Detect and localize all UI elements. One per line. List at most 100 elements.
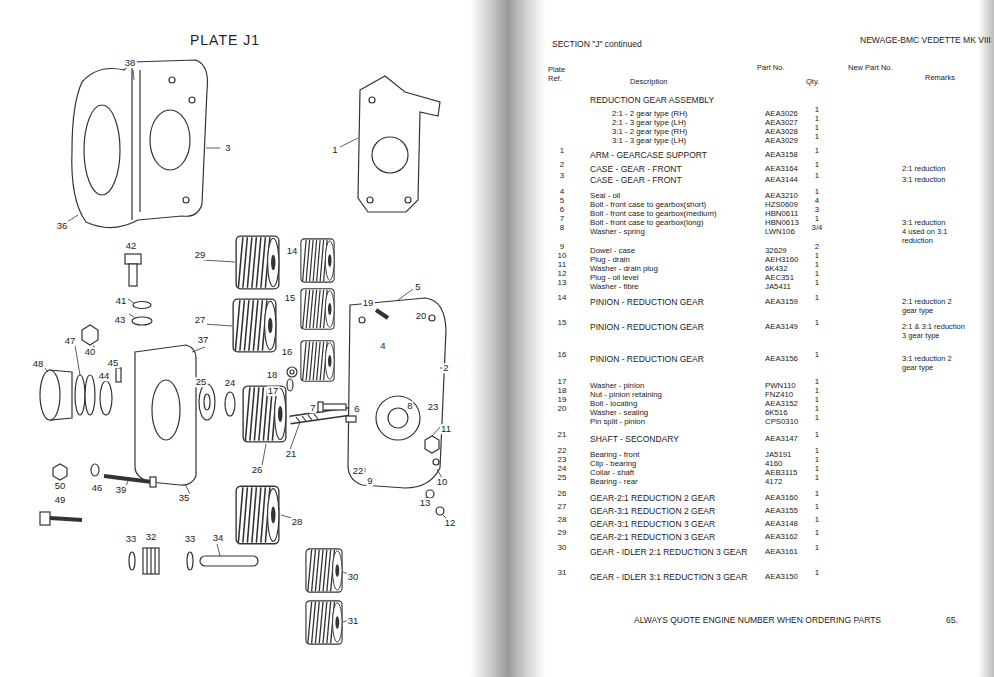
part-description: ARM - GEARCASE SUPPORT bbox=[590, 151, 750, 161]
callout-number: 14 bbox=[286, 246, 299, 256]
callout-number: 44 bbox=[98, 371, 111, 381]
quantity: 3 bbox=[814, 206, 820, 214]
quantity: 1 bbox=[814, 414, 820, 422]
part-description: PINION - REDUCTION GEAR bbox=[590, 298, 750, 308]
callout-number: 49 bbox=[54, 495, 67, 505]
quantity: 1 bbox=[814, 115, 820, 123]
quantity: 1 bbox=[814, 387, 820, 395]
quantity: 1 bbox=[814, 172, 820, 180]
plate-ref: 17 bbox=[557, 378, 568, 386]
plate-ref: 31 bbox=[557, 569, 568, 577]
part-description: REDUCTION GEAR ASSEMBLY bbox=[590, 96, 750, 106]
plate-ref: 22 bbox=[557, 447, 568, 455]
quantity: 1 bbox=[814, 124, 820, 132]
part-description: Seal - oil bbox=[590, 192, 620, 201]
callout-number: 12 bbox=[444, 518, 457, 528]
part-description: GEAR - IDLER 2:1 REDUCTION 3 GEAR bbox=[590, 548, 750, 558]
column-header: New Part No. bbox=[848, 64, 894, 73]
part-number: AEA3210 bbox=[765, 192, 798, 201]
plate-ref: 4 bbox=[559, 188, 565, 196]
callout-number: 35 bbox=[178, 493, 191, 503]
callout-number: 41 bbox=[115, 296, 128, 306]
quantity: 1 bbox=[814, 161, 820, 169]
callout-number: 4 bbox=[379, 341, 386, 351]
callout-number: 39 bbox=[115, 485, 128, 495]
footer-note: 65. bbox=[946, 616, 958, 626]
callout-number: 30 bbox=[347, 572, 360, 582]
callout-number: 26 bbox=[251, 465, 264, 475]
part-description: Plug - drain bbox=[590, 256, 630, 265]
callout-number: 42 bbox=[125, 241, 138, 251]
quantity: 1 bbox=[814, 396, 820, 404]
callout-number: 24 bbox=[224, 378, 237, 388]
callout-number: 45 bbox=[107, 358, 120, 368]
plate-ref: 23 bbox=[557, 456, 568, 464]
part-number: LWN106 bbox=[765, 228, 795, 237]
callout-number: 25 bbox=[195, 377, 208, 387]
plate-ref: 5 bbox=[559, 197, 565, 205]
part-number: AEA3161 bbox=[765, 548, 798, 557]
quantity: 1 bbox=[814, 147, 820, 155]
part-description: Bolt - front case to gearbox(long) bbox=[590, 219, 704, 228]
part-number: AEA3158 bbox=[765, 151, 798, 160]
part-number: AEA3150 bbox=[765, 573, 798, 582]
quantity: 1 bbox=[814, 351, 820, 359]
callout-number: 9 bbox=[366, 476, 373, 486]
callout-number: 6 bbox=[353, 404, 360, 414]
part-number: AEA3028 bbox=[765, 128, 798, 137]
remark: 3:1 reduction 2 gear type bbox=[902, 355, 966, 372]
callout-number: 1 bbox=[331, 145, 338, 155]
part-number: AEA3149 bbox=[765, 323, 798, 332]
part-number: CPS0310 bbox=[765, 418, 798, 427]
plate-ref: 12 bbox=[557, 270, 568, 278]
remark: 3:1 reduction bbox=[902, 219, 966, 228]
column-header: Remarks bbox=[925, 74, 955, 83]
callout-number: 20 bbox=[415, 311, 428, 321]
callout-number: 23 bbox=[427, 402, 440, 412]
part-number: AEA3156 bbox=[765, 355, 798, 364]
part-description: CASE - GEAR - FRONT bbox=[590, 165, 750, 175]
callout-number: 10 bbox=[436, 477, 449, 487]
part-number: AEA3029 bbox=[765, 137, 798, 146]
callout-number: 50 bbox=[54, 481, 67, 491]
callout-number: 38 bbox=[124, 58, 137, 68]
part-description: Bolt - front case to gearbox(short) bbox=[590, 201, 706, 210]
callout-number: 32 bbox=[145, 532, 158, 542]
plate-ref: 21 bbox=[557, 431, 568, 439]
part-number: HBN0613 bbox=[765, 219, 799, 228]
callout-number: 37 bbox=[197, 335, 210, 345]
part-number: 4160 bbox=[765, 460, 782, 469]
callout-number: 3 bbox=[224, 143, 231, 153]
quantity: 2 bbox=[814, 243, 820, 251]
part-description: GEAR-3:1 REDUCTION 2 GEAR bbox=[590, 507, 750, 517]
plate-ref: 7 bbox=[559, 215, 565, 223]
quantity: 1 bbox=[814, 252, 820, 260]
part-description: Bearing - front bbox=[590, 451, 639, 460]
part-number: AEA3152 bbox=[765, 400, 798, 409]
part-number: JA5191 bbox=[765, 451, 791, 460]
quantity: 1 bbox=[814, 503, 820, 511]
callout-number: 7 bbox=[309, 403, 316, 413]
callout-number: 16 bbox=[281, 347, 294, 357]
part-description: GEAR-2:1 REDUCTION 2 GEAR bbox=[590, 494, 750, 504]
callout-number: 22 bbox=[352, 466, 365, 476]
remark: 2:1 reduction bbox=[902, 165, 966, 174]
part-description: PINION - REDUCTION GEAR bbox=[590, 323, 750, 333]
section-heading: SECTION "J" continued bbox=[552, 40, 642, 50]
part-description: Bearing - rear bbox=[590, 478, 638, 487]
callout-number: 31 bbox=[347, 616, 360, 626]
quantity: 1 bbox=[814, 319, 820, 327]
part-number: AEH3160 bbox=[765, 256, 798, 265]
callout-number: 28 bbox=[291, 517, 304, 527]
part-description: Washer - pinion bbox=[590, 382, 644, 391]
quantity: 1 bbox=[814, 490, 820, 498]
plate-ref: 13 bbox=[557, 279, 568, 287]
callout-number: 29 bbox=[194, 250, 207, 260]
remark: 2:1 reduction 2 gear type bbox=[902, 298, 966, 315]
callout-number: 40 bbox=[84, 347, 97, 357]
callout-number: 47 bbox=[64, 336, 77, 346]
part-description: Collar - shaft bbox=[590, 469, 634, 478]
column-header: Plate Ref. bbox=[548, 66, 580, 83]
quantity: 1 bbox=[814, 188, 820, 196]
part-description: Nut - pinion retaining bbox=[590, 391, 662, 400]
